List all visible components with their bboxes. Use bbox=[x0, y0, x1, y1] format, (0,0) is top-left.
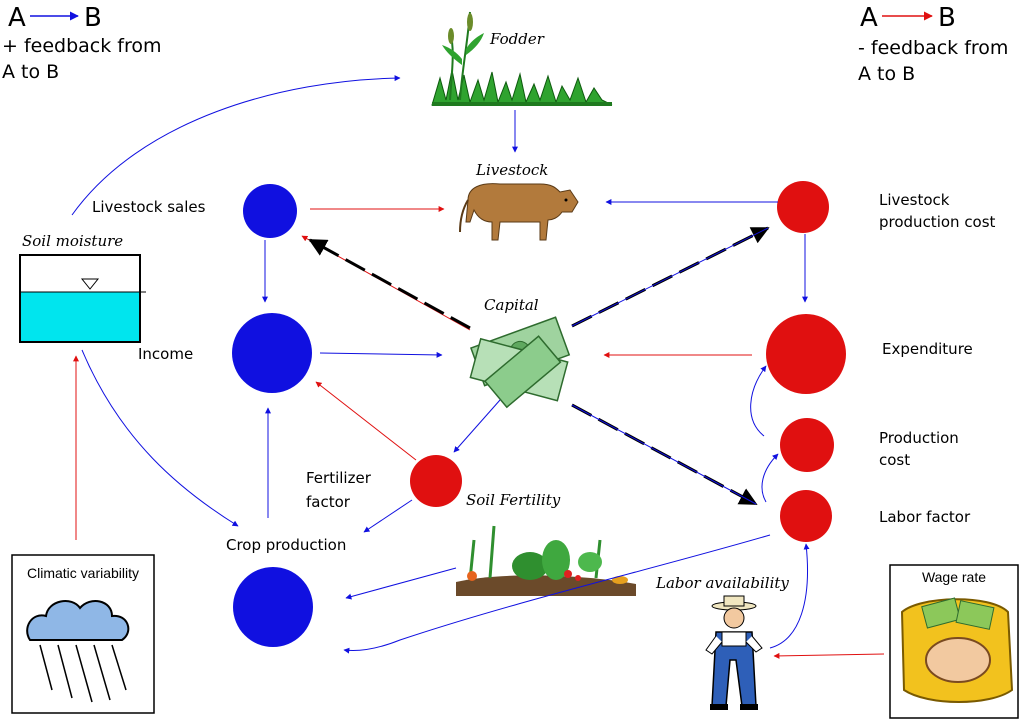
legend-positive-line2: A to B bbox=[2, 61, 59, 83]
overlay-capital-to-labor-factor bbox=[571, 404, 757, 505]
legend-positive-line1: + feedback from bbox=[2, 35, 162, 57]
label-income: Income bbox=[138, 345, 193, 363]
arrow-capital-to-fertilizer bbox=[453, 399, 501, 453]
overlay-capital-to-livestock-cost bbox=[571, 227, 769, 327]
legend-negative: A B - feedback from A to B bbox=[858, 3, 1008, 85]
label-expenditure: Expenditure bbox=[882, 340, 973, 358]
label-production-cost-2: cost bbox=[879, 451, 910, 469]
capital-label: Capital bbox=[484, 296, 539, 314]
node-production-cost bbox=[780, 418, 834, 472]
arrow-fertilizer-to-income bbox=[315, 381, 417, 461]
legend-positive-b: B bbox=[84, 3, 102, 33]
arrow-production-cost-to-expenditure bbox=[750, 365, 767, 437]
arrow-capital-to-livestock-sales bbox=[308, 238, 471, 330]
node-expenditure bbox=[766, 314, 846, 394]
legend-negative-line2: A to B bbox=[858, 63, 915, 85]
legend-negative-line1: - feedback from bbox=[858, 37, 1008, 59]
node-livestock-sales bbox=[243, 184, 297, 238]
soil-moisture-label: Soil moisture bbox=[22, 232, 123, 250]
climatic-variability-title: Climatic variability bbox=[27, 565, 139, 581]
fodder-grass-icon bbox=[431, 11, 613, 106]
node-income bbox=[232, 313, 312, 393]
arrow-labor-availability-to-labor-factor bbox=[769, 543, 810, 649]
livestock-label: Livestock bbox=[475, 161, 548, 179]
arrow-labor-factor-to-production-cost bbox=[761, 453, 779, 503]
livestock-cow-icon bbox=[459, 183, 579, 241]
soil-moisture-tank-icon bbox=[19, 254, 146, 343]
label-livestock-cost-2: production cost bbox=[879, 213, 996, 231]
climatic-variability-box: Climatic variability bbox=[11, 554, 155, 714]
soil-fertility-label: Soil Fertility bbox=[466, 491, 561, 509]
arrow-soil-moisture-to-crop bbox=[81, 349, 239, 527]
labor-availability-label: Labor availability bbox=[655, 574, 789, 592]
capital-flow-overlays bbox=[571, 227, 769, 505]
capital-money-icon bbox=[469, 316, 571, 409]
wage-rate-box: Wage rate bbox=[889, 564, 1019, 719]
farmer-icon bbox=[705, 595, 763, 710]
rain-cloud-icon bbox=[26, 600, 130, 703]
label-crop-production: Crop production bbox=[226, 536, 346, 554]
label-livestock-cost-1: Livestock bbox=[879, 191, 950, 209]
legend-negative-a: A bbox=[860, 3, 878, 33]
arrow-fertilizer-to-crop bbox=[363, 499, 413, 533]
label-production-cost-1: Production bbox=[879, 429, 959, 447]
label-labor-factor: Labor factor bbox=[879, 508, 971, 526]
wage-rate-title: Wage rate bbox=[922, 569, 986, 585]
legend-positive: A B + feedback from A to B bbox=[2, 3, 162, 83]
node-fertilizer-factor bbox=[410, 455, 462, 507]
legend-positive-a: A bbox=[8, 3, 26, 33]
positive-arrows bbox=[71, 75, 810, 654]
node-crop-production bbox=[233, 567, 313, 647]
node-livestock-production-cost bbox=[777, 181, 829, 233]
arrow-labor-factor-to-crop bbox=[343, 534, 771, 654]
money-fist-icon bbox=[900, 597, 1014, 703]
legend-negative-b: B bbox=[938, 3, 956, 33]
node-labor-factor bbox=[780, 490, 832, 542]
arrow-soil-moisture-to-fodder bbox=[71, 75, 401, 216]
soil-fertility-vegetables-icon bbox=[456, 525, 636, 596]
label-fertilizer-factor-1: Fertilizer bbox=[306, 469, 372, 487]
fodder-label: Fodder bbox=[489, 30, 545, 48]
label-fertilizer-factor-2: factor bbox=[306, 493, 351, 511]
arrow-wage-to-labor-availability bbox=[773, 652, 885, 659]
label-livestock-sales: Livestock sales bbox=[92, 198, 206, 216]
arrow-income-to-capital bbox=[319, 351, 443, 358]
arrow-soil-fertility-to-crop bbox=[345, 567, 457, 600]
